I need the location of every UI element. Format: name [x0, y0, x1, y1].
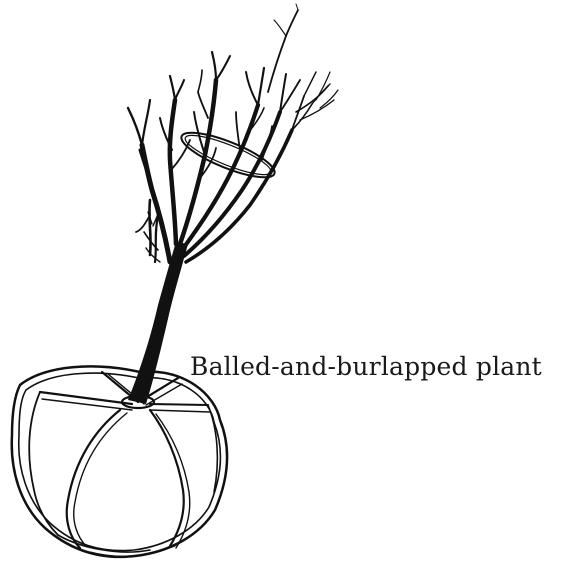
tree-branches [128, 4, 338, 262]
tree-trunk [128, 242, 188, 404]
root-ball [12, 366, 227, 556]
plant-caption: Balled-and-burlapped plant [190, 352, 542, 381]
